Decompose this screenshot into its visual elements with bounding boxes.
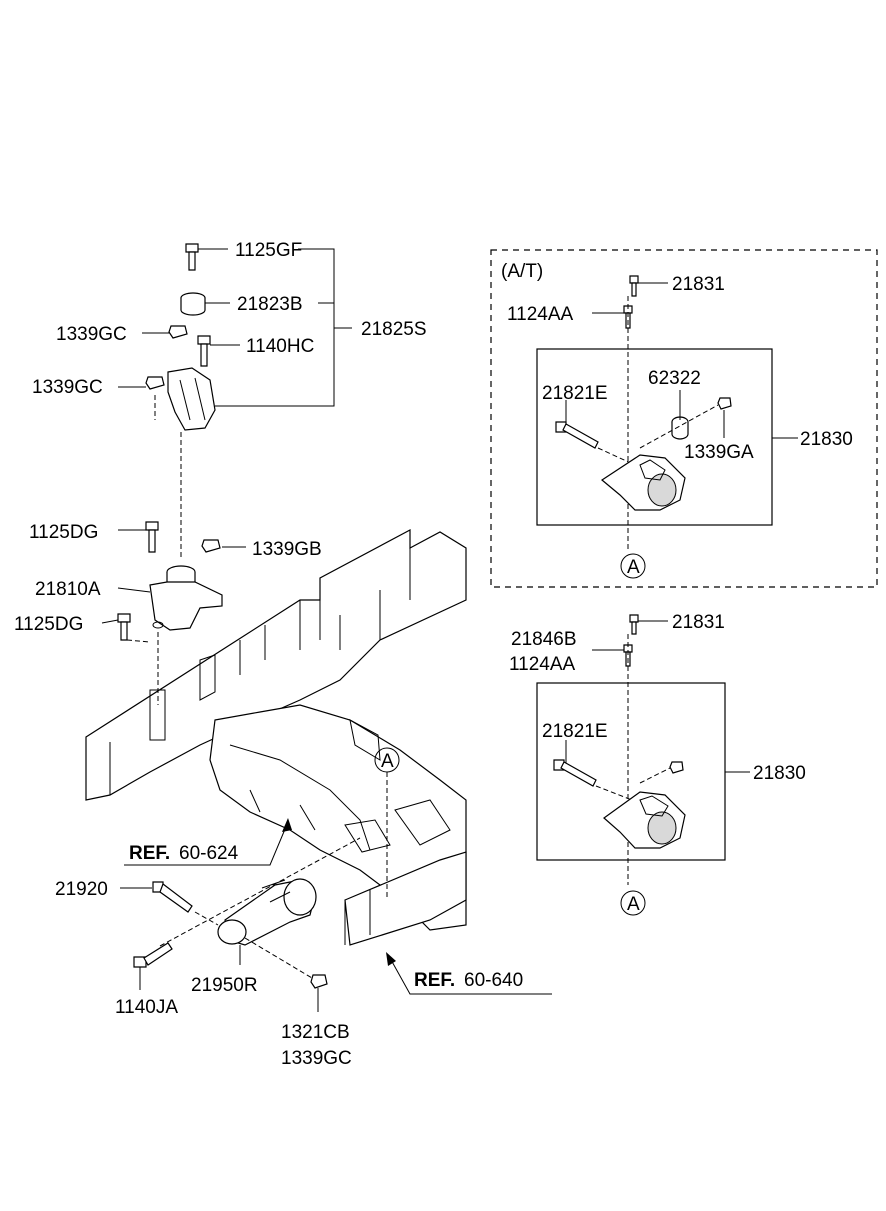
label-at-21831: 21831 <box>672 274 725 295</box>
label-1140hc: 1140HC <box>246 336 314 357</box>
ref-60-624-number: 60-624 <box>179 843 239 864</box>
circle-a-subframe-letter: A <box>381 751 394 772</box>
label-21810a: 21810A <box>35 579 101 600</box>
label-1125dg-lower: 1125DG <box>14 614 83 635</box>
at-reference-circle-a <box>620 553 646 579</box>
ref-60-640-prefix: REF. <box>414 970 455 991</box>
label-at-1339ga: 1339GA <box>684 442 754 463</box>
label-1140ja: 1140JA <box>115 997 178 1018</box>
label-mt-21831: 21831 <box>672 612 725 633</box>
label-1339gc-mid: 1339GC <box>32 377 103 398</box>
ref-60-640-number: 60-640 <box>464 970 523 991</box>
subframe-crossmember-drawing <box>85 529 467 946</box>
label-1339gb: 1339GB <box>252 539 322 560</box>
label-1125gf: 1125GF <box>235 240 302 261</box>
label-1321cb: 1321CB <box>281 1022 350 1043</box>
label-at-21821e: 21821E <box>542 383 608 404</box>
circle-a-at-letter: A <box>627 557 640 578</box>
label-21825s: 21825S <box>361 319 427 340</box>
at-section-header: (A/T) <box>501 261 543 282</box>
label-mt-1124aa: 1124AA <box>509 654 576 675</box>
circle-a-mt-letter: A <box>627 894 640 915</box>
label-mt-21830: 21830 <box>753 763 806 784</box>
at-mount-inner-frame <box>536 348 773 526</box>
engine-mount-assembly-drawing <box>117 243 223 705</box>
label-1339gc-lower: 1339GC <box>281 1048 352 1069</box>
at-transmission-mount-drawing <box>555 275 732 550</box>
label-1125dg-upper: 1125DG <box>29 522 98 543</box>
torque-rod-drawing <box>133 837 361 989</box>
label-mt-21821e: 21821E <box>542 721 608 742</box>
label-at-21830: 21830 <box>800 429 853 450</box>
mt-reference-circle-a <box>620 890 646 916</box>
mt-transmission-mount-drawing <box>553 614 686 885</box>
label-21823b: 21823B <box>237 294 303 315</box>
label-mt-21846b: 21846B <box>511 629 577 650</box>
at-option-dashed-frame <box>490 249 878 588</box>
label-at-62322: 62322 <box>648 368 701 389</box>
ref-60-624-prefix: REF. <box>129 843 170 864</box>
leader-lines <box>101 248 798 1012</box>
label-21920: 21920 <box>55 879 108 900</box>
label-21950r: 21950R <box>191 975 258 996</box>
label-at-1124aa: 1124AA <box>507 304 574 325</box>
label-1339gc-upper: 1339GC <box>56 324 127 345</box>
